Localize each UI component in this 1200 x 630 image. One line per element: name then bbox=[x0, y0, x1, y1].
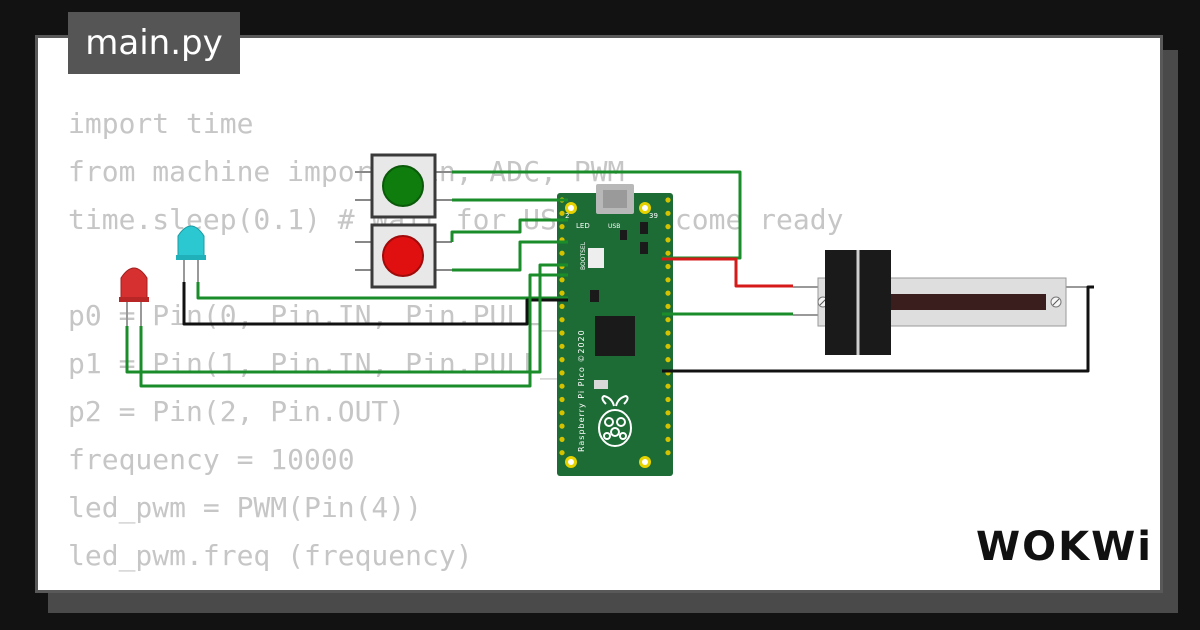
header-pin-hole bbox=[559, 423, 565, 429]
led-rim bbox=[119, 297, 149, 302]
silk-board-name: Raspberry Pi Pico ©2020 bbox=[577, 329, 586, 452]
led-cyan-icon[interactable] bbox=[176, 225, 206, 282]
header-pin-hole bbox=[665, 250, 671, 256]
file-tab[interactable]: main.py bbox=[68, 12, 240, 74]
wire-green-led-red[interactable] bbox=[125, 263, 568, 374]
code-line-9: led_pwm = PWM(Pin(4)) bbox=[68, 491, 423, 524]
code-line-1: import time bbox=[68, 107, 254, 140]
button-cap-red[interactable] bbox=[382, 235, 424, 277]
header-pin-hole bbox=[559, 250, 565, 256]
code-line-8: frequency = 10000 bbox=[68, 443, 355, 476]
wokwi-logo: WOKWi bbox=[976, 524, 1153, 570]
slide-potentiometer[interactable] bbox=[793, 250, 1090, 355]
header-pin-hole bbox=[665, 383, 671, 389]
header-pin-hole bbox=[665, 197, 671, 203]
header-pin-hole bbox=[665, 423, 671, 429]
left-pin-holes bbox=[559, 197, 565, 456]
header-pin-hole bbox=[559, 357, 565, 363]
header-pin-hole bbox=[665, 317, 671, 323]
header-pin-hole bbox=[559, 290, 565, 296]
mount-hole-inner bbox=[568, 205, 574, 211]
smd-component bbox=[640, 242, 648, 254]
header-pin-hole bbox=[665, 277, 671, 283]
header-pin-hole bbox=[559, 410, 565, 416]
mount-hole-inner bbox=[642, 205, 648, 211]
header-pin-hole bbox=[559, 450, 565, 456]
header-pin-hole bbox=[665, 436, 671, 442]
logo-seed bbox=[616, 417, 626, 427]
header-pin-hole bbox=[665, 330, 671, 336]
code-line-10: led_pwm.freq (frequency) bbox=[68, 539, 473, 572]
silk-bootsel-label: BOOTSEL bbox=[580, 241, 587, 270]
header-pin-hole bbox=[559, 210, 565, 216]
led-body bbox=[177, 225, 205, 259]
led-red-icon[interactable] bbox=[119, 267, 149, 326]
header-pin-hole bbox=[559, 277, 565, 283]
header-pin-hole bbox=[665, 396, 671, 403]
header-pin-hole bbox=[665, 357, 671, 363]
silk-pin-2-label: 2 bbox=[565, 212, 569, 220]
rp2040-chip bbox=[595, 316, 635, 356]
button-cap-green[interactable] bbox=[382, 165, 424, 207]
smd-component bbox=[640, 222, 648, 234]
code-line-7: p2 = Pin(2, Pin.OUT) bbox=[68, 395, 406, 428]
led-component bbox=[594, 380, 608, 389]
logo-berry bbox=[598, 409, 632, 447]
logo-seed bbox=[610, 427, 620, 437]
header-pin-hole bbox=[665, 263, 671, 270]
header-pin-hole bbox=[665, 224, 671, 230]
header-pin-hole bbox=[665, 303, 671, 309]
header-pin-hole bbox=[559, 330, 565, 336]
header-pin-hole bbox=[665, 210, 671, 216]
mount-hole-inner bbox=[642, 459, 648, 465]
right-pin-holes bbox=[665, 197, 671, 456]
header-pin-hole bbox=[559, 343, 565, 349]
regulator bbox=[590, 290, 599, 302]
logo-seed bbox=[603, 432, 611, 440]
header-pin-hole bbox=[665, 410, 671, 416]
header-pin-hole bbox=[665, 237, 671, 243]
raspberry-pi-logo-icon bbox=[598, 394, 632, 447]
usb-port bbox=[603, 190, 627, 208]
wires bbox=[125, 170, 1094, 388]
header-pin-hole bbox=[665, 450, 671, 456]
header-pin-hole bbox=[665, 343, 671, 349]
smd-component bbox=[620, 230, 627, 240]
silk-usb-label: USB bbox=[608, 223, 620, 230]
push-button-red[interactable] bbox=[355, 223, 452, 289]
mount-hole-inner bbox=[568, 459, 574, 465]
pot-screw-slot bbox=[1052, 298, 1060, 306]
led-rim bbox=[176, 255, 206, 260]
header-pin-hole bbox=[665, 290, 671, 296]
header-pin-hole bbox=[559, 396, 565, 403]
bootsel-button[interactable] bbox=[588, 248, 604, 268]
header-pin-hole bbox=[559, 303, 565, 309]
wire-black-gnd[interactable] bbox=[662, 285, 1094, 373]
header-pin-hole bbox=[559, 370, 565, 376]
pico-board[interactable]: LED USB 2 39 BOOTSEL Raspberry Pi Pico ©… bbox=[557, 184, 673, 476]
logo-leaf-right bbox=[615, 394, 629, 407]
header-pin-hole bbox=[559, 436, 565, 442]
push-button-green[interactable] bbox=[355, 153, 452, 219]
header-pin-hole bbox=[559, 383, 565, 389]
led-body bbox=[120, 267, 148, 301]
wire-green-led-cyan[interactable] bbox=[196, 282, 568, 300]
silk-pin-39-label: 39 bbox=[649, 212, 658, 220]
header-pin-hole bbox=[559, 317, 565, 323]
logo-seed bbox=[604, 417, 614, 427]
wire-green-led-red-2[interactable] bbox=[139, 273, 568, 388]
logo-leaf-left bbox=[601, 394, 615, 407]
wire-red-3v3[interactable] bbox=[662, 257, 793, 288]
logo-seed bbox=[619, 432, 627, 440]
header-pin-hole bbox=[559, 224, 565, 230]
silk-led-label: LED bbox=[576, 222, 590, 230]
wire-green-button-gp1[interactable] bbox=[452, 240, 568, 272]
wire-green-button-bottom[interactable] bbox=[450, 218, 568, 242]
pot-track bbox=[870, 294, 1046, 310]
